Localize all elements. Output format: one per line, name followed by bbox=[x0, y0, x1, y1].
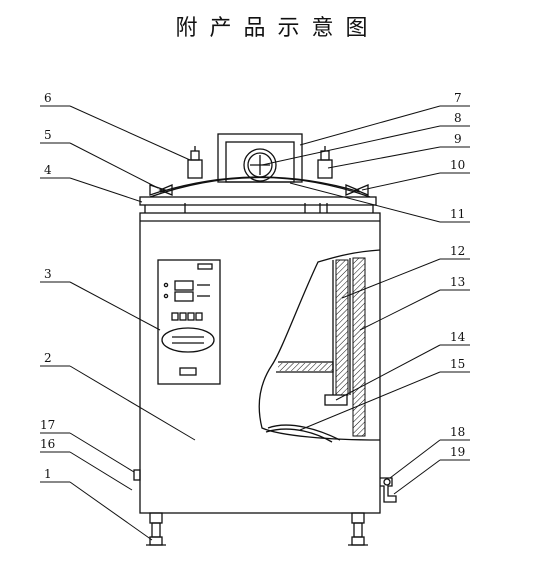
callout-12: 12 bbox=[450, 244, 465, 258]
safety-valve bbox=[187, 159, 203, 179]
inner-wall-hatch bbox=[335, 259, 349, 396]
foot-right bbox=[353, 522, 363, 538]
callout-11: 11 bbox=[450, 207, 465, 221]
callout-14: 14 bbox=[450, 330, 466, 344]
diagram-title: 附产品示意图 bbox=[175, 16, 380, 41]
flange-plate bbox=[139, 196, 377, 206]
callout-17: 17 bbox=[40, 418, 55, 432]
exhaust-valve bbox=[317, 159, 333, 179]
cutaway-opening bbox=[258, 249, 381, 441]
outer-wall-hatch bbox=[352, 257, 366, 437]
callout-13: 13 bbox=[450, 275, 465, 289]
foot-left bbox=[151, 522, 161, 538]
water-inlet bbox=[133, 469, 141, 481]
callout-3: 3 bbox=[44, 267, 52, 281]
callout-8: 8 bbox=[454, 111, 462, 125]
callout-19: 19 bbox=[450, 445, 465, 459]
callout-16: 16 bbox=[40, 437, 55, 451]
callout-7: 7 bbox=[454, 91, 462, 105]
callout-4: 4 bbox=[44, 163, 52, 177]
pressure-gauge bbox=[243, 148, 277, 182]
wing-nut-left bbox=[149, 184, 168, 196]
callout-6: 6 bbox=[44, 91, 52, 105]
callout-15: 15 bbox=[450, 357, 465, 371]
panel-label-ellipse bbox=[161, 327, 215, 353]
callout-2: 2 bbox=[44, 351, 52, 365]
drain-valve bbox=[380, 477, 397, 503]
callout-5: 5 bbox=[44, 128, 52, 142]
control-panel bbox=[157, 259, 221, 385]
callout-18: 18 bbox=[450, 425, 465, 439]
callout-1: 1 bbox=[44, 467, 52, 481]
power-switch bbox=[179, 367, 197, 376]
wing-nut-right bbox=[345, 184, 360, 196]
main-body bbox=[139, 212, 381, 514]
callout-10: 10 bbox=[450, 158, 465, 172]
callout-9: 9 bbox=[454, 132, 462, 146]
